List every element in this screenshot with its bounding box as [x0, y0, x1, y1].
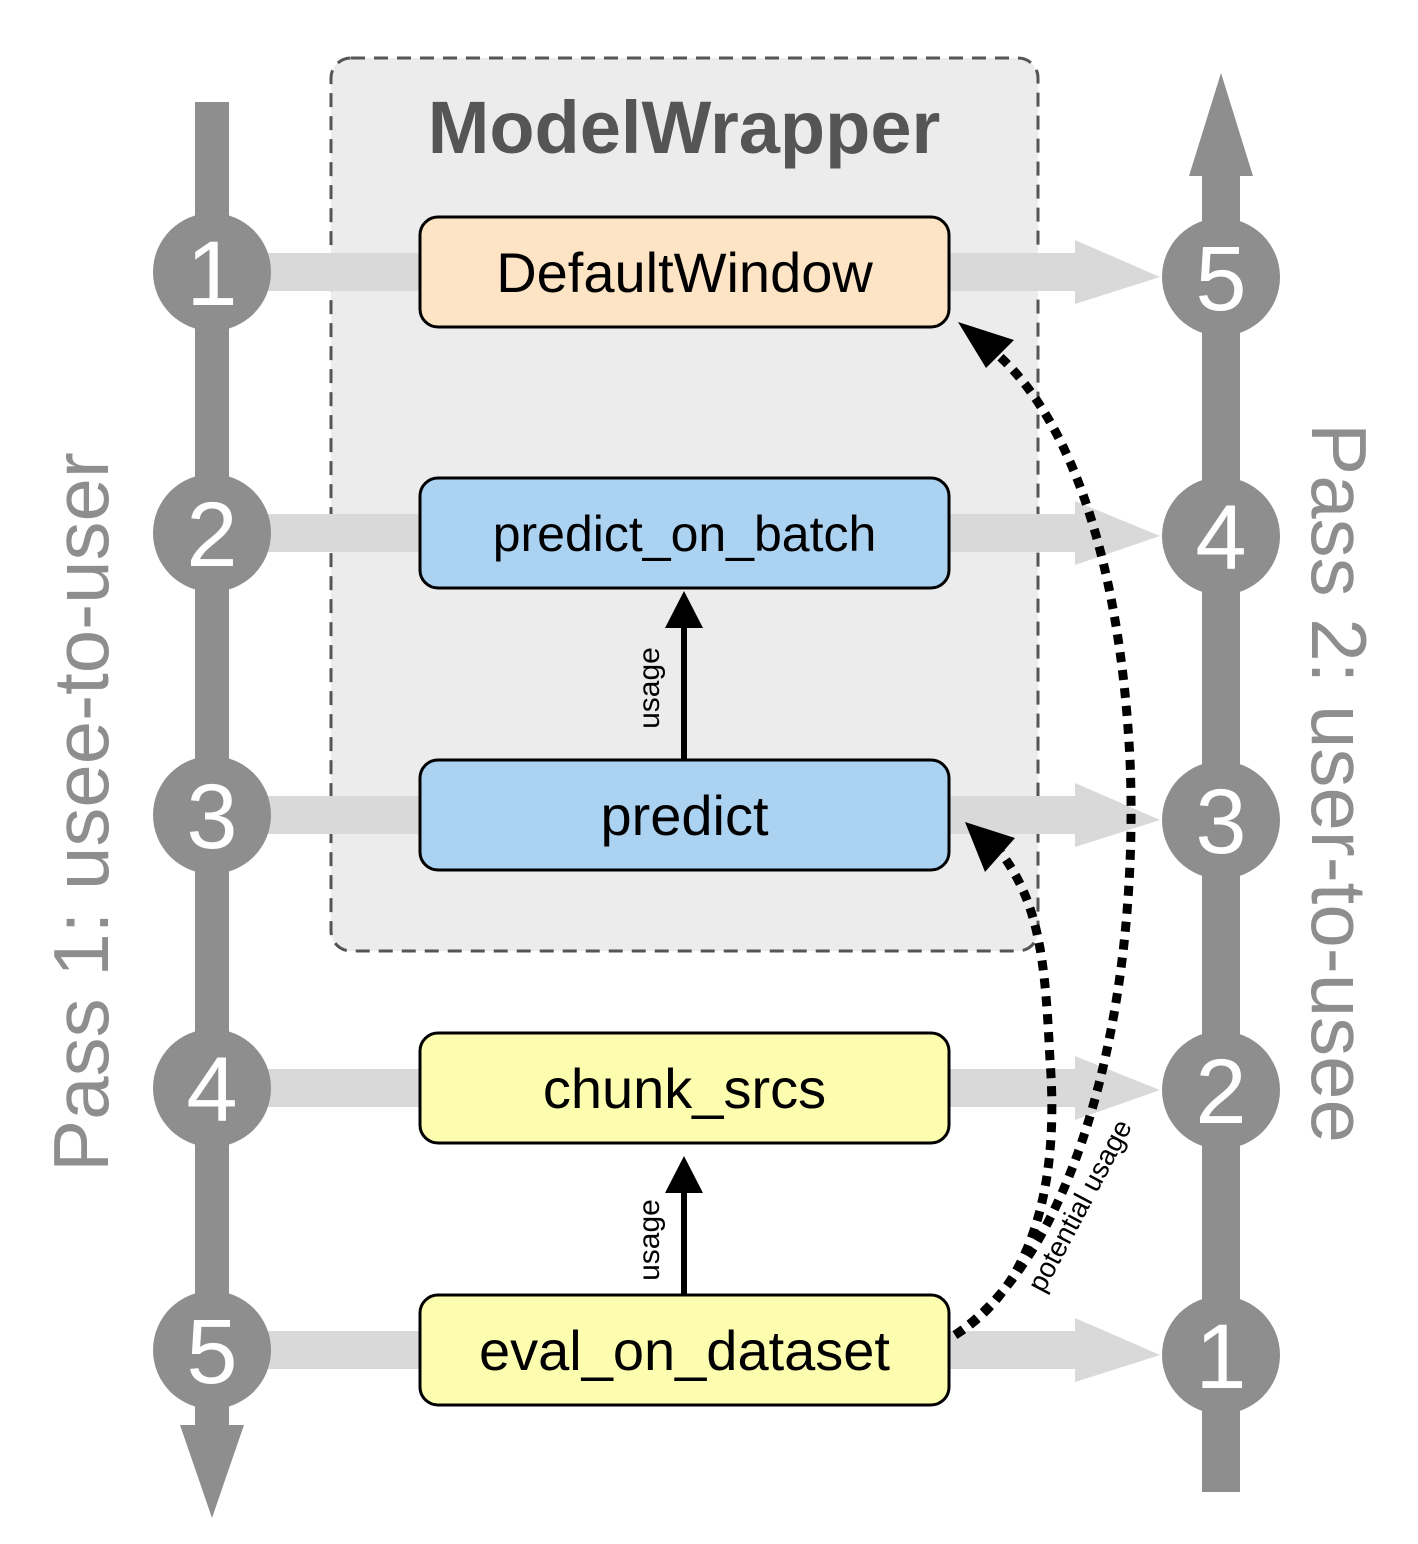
node-label: chunk_srcs: [543, 1057, 826, 1120]
pass2-step: 4: [1162, 477, 1280, 595]
pass1-step-number: 4: [186, 1039, 237, 1141]
pass2-steps: 5 4 3 2 1: [1162, 218, 1280, 1414]
usage-label-chunk-srcs: usage: [633, 1199, 666, 1281]
pass2-step: 1: [1162, 1296, 1280, 1414]
pass2-step: 5: [1162, 218, 1280, 336]
node-chunk-srcs: chunk_srcs: [418, 1031, 951, 1145]
pass1-label: Pass 1: usee-to-user: [37, 452, 125, 1172]
pass2-step-number: 3: [1195, 771, 1246, 873]
potential-usage-arrow-default-window: [952, 322, 1136, 1339]
pass2-step-number: 5: [1195, 228, 1246, 330]
node-eval-on-dataset: eval_on_dataset: [418, 1293, 951, 1407]
pass2-step-number: 4: [1195, 487, 1246, 589]
pass1-step: 4: [153, 1029, 271, 1147]
usage-arrow-chunk-srcs: [665, 1156, 703, 1294]
node-predict-on-batch: predict_on_batch: [418, 476, 951, 590]
usage-arrow-predict: [665, 591, 703, 760]
node-label: predict_on_batch: [493, 506, 877, 562]
pass1-step-number: 5: [186, 1301, 237, 1403]
pass1-step: 5: [153, 1291, 271, 1409]
pass2-step: 3: [1162, 761, 1280, 879]
pass2-label: Pass 2: user-to-usee: [1295, 423, 1383, 1143]
pass1-step-number: 3: [186, 766, 237, 868]
node-default-window: DefaultWindow: [418, 215, 951, 329]
pass2-step: 2: [1162, 1031, 1280, 1149]
pass1-step-number: 2: [186, 484, 237, 586]
node-label: predict: [600, 784, 769, 847]
pass1-step: 1: [153, 213, 271, 331]
pass1-steps: 1 2 3 4 5: [153, 213, 271, 1409]
node-label: DefaultWindow: [496, 241, 873, 304]
pass1-step: 3: [153, 756, 271, 874]
pass2-step-number: 1: [1195, 1306, 1246, 1408]
model-wrapper-title: ModelWrapper: [428, 86, 941, 169]
usage-label-predict: usage: [633, 647, 666, 729]
node-label: eval_on_dataset: [479, 1319, 890, 1382]
pass1-step: 2: [153, 474, 271, 592]
pass2-step-number: 2: [1195, 1041, 1246, 1143]
node-predict: predict: [418, 758, 951, 872]
pass1-step-number: 1: [186, 223, 237, 325]
